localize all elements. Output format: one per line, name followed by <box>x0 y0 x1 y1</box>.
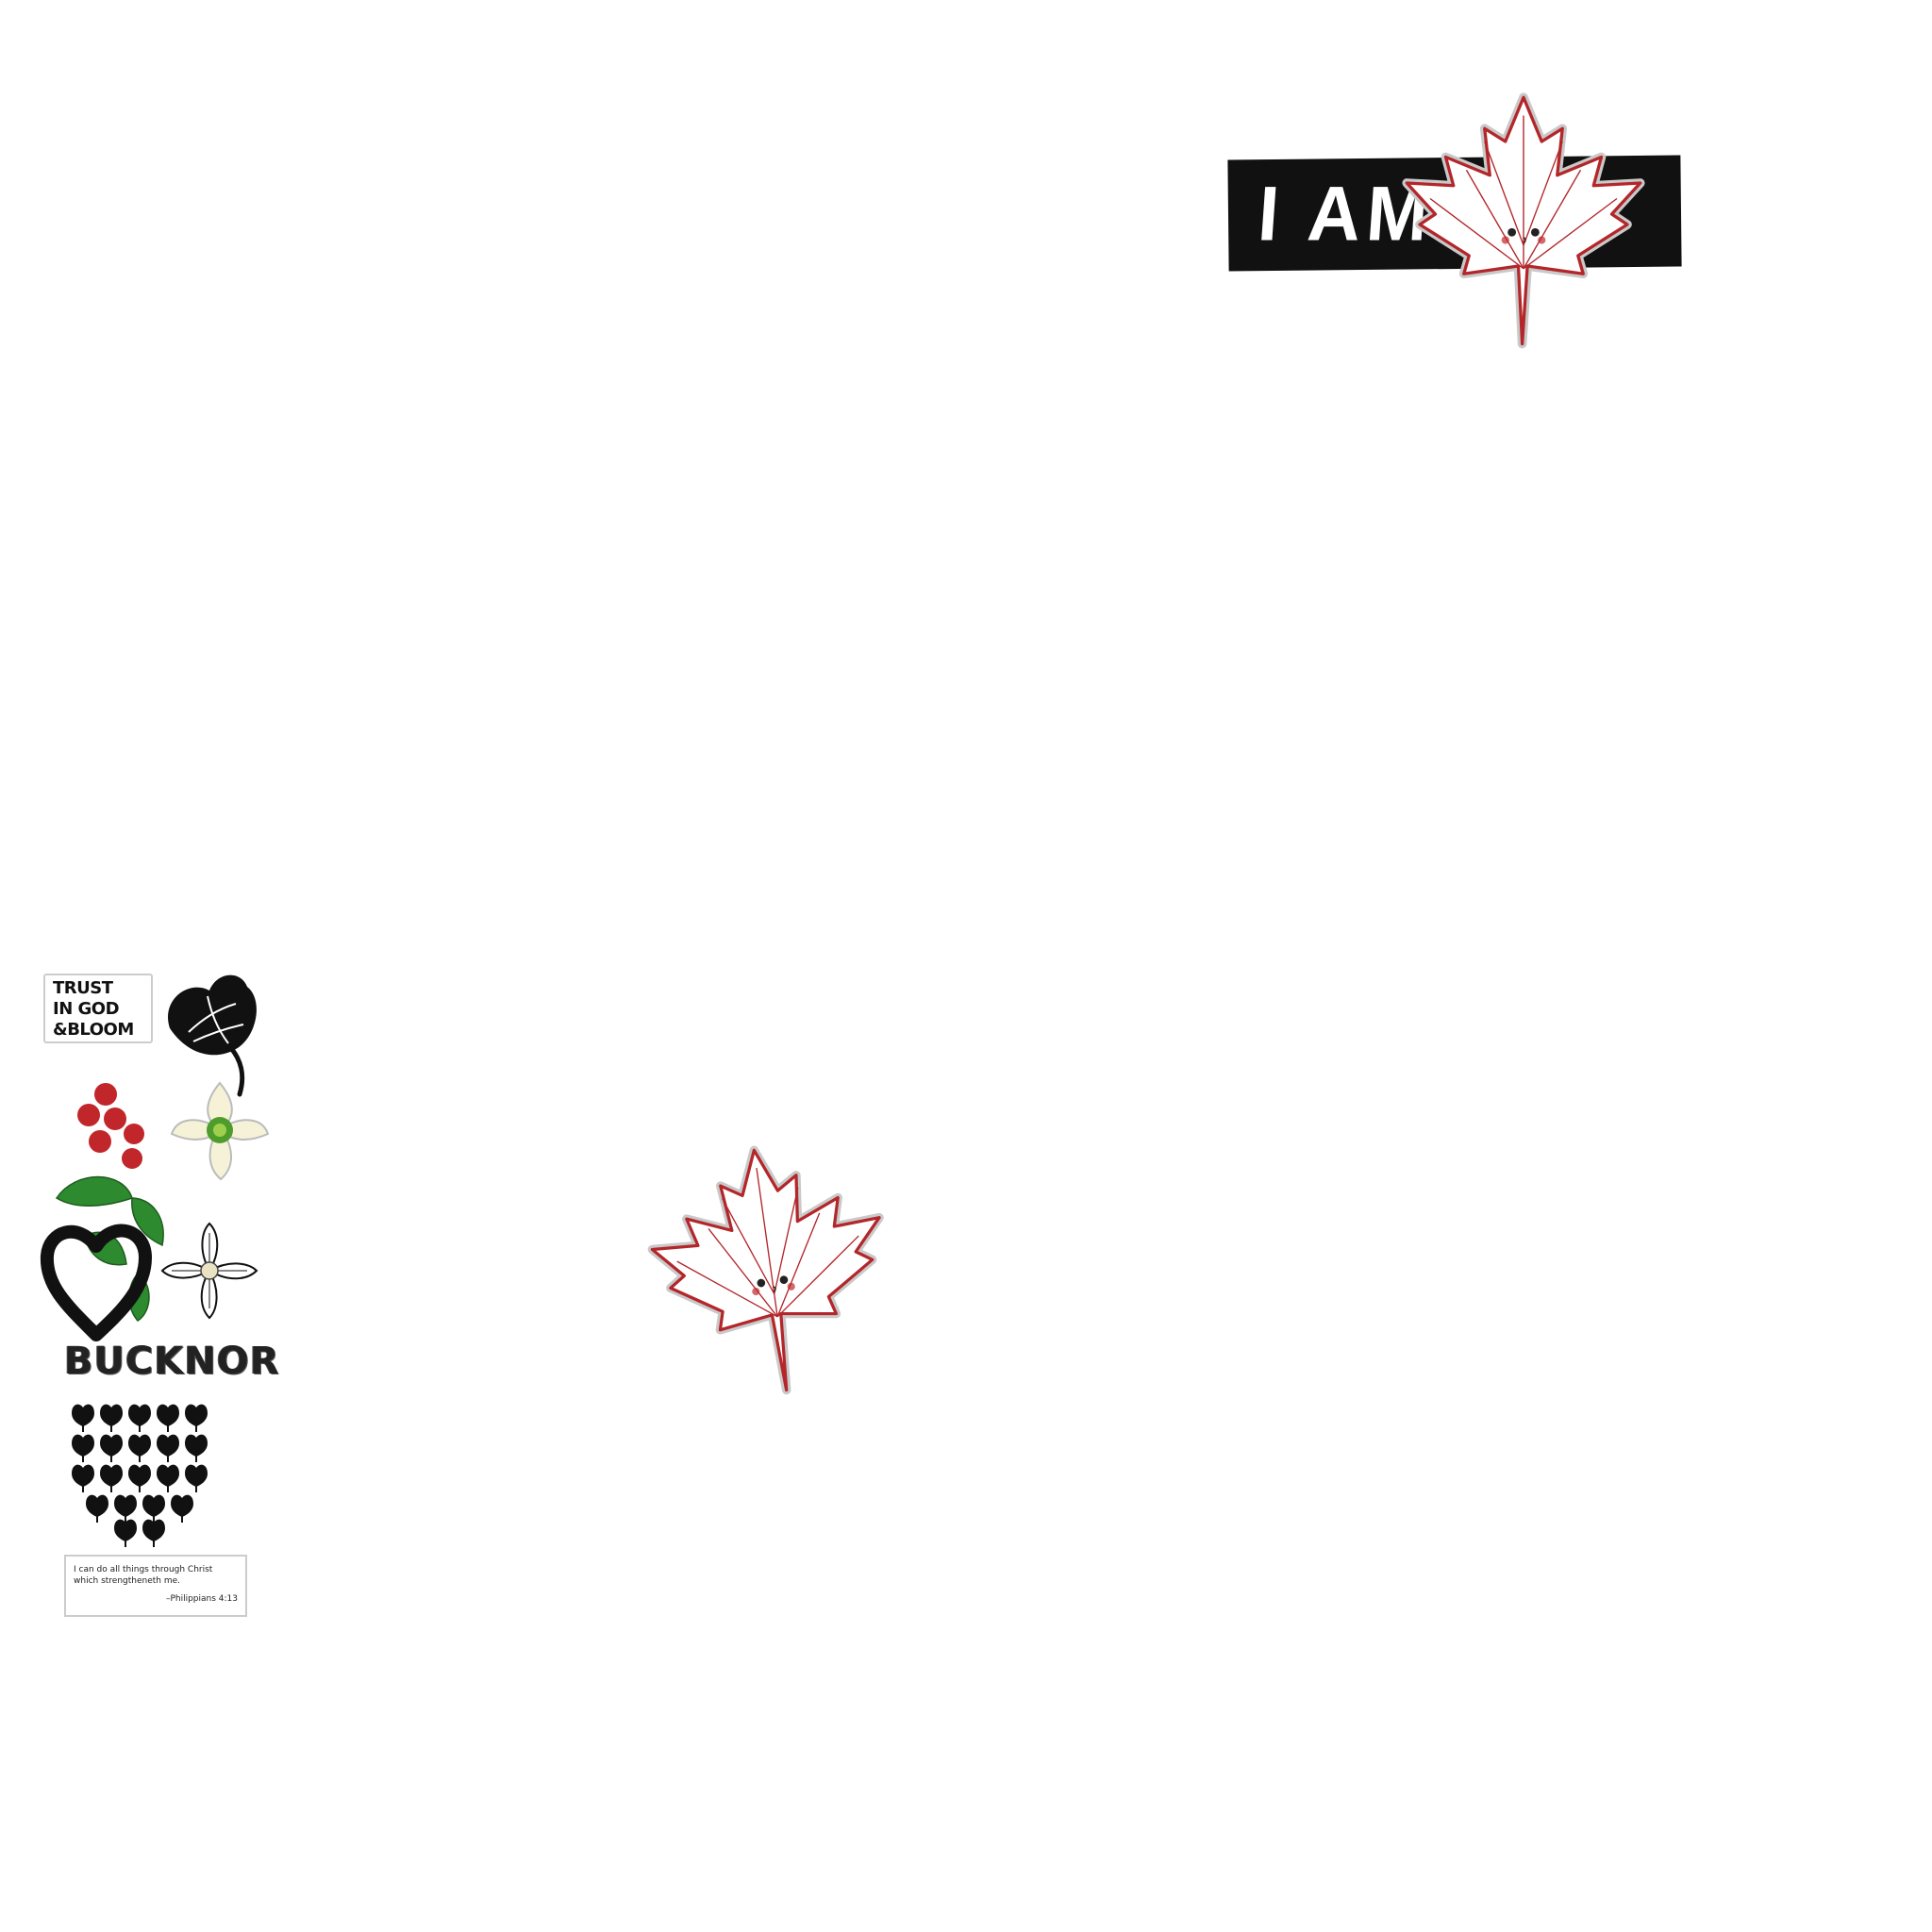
bucknor-logo-text: BUCKNOR <box>64 1340 280 1383</box>
verse-line-2: which strengtheneth me. <box>74 1576 181 1586</box>
heart-icon <box>40 1224 152 1341</box>
sticker-sheet: TRUST IN GOD &BLOOM <box>38 962 292 1632</box>
red-berries-icon <box>77 1083 144 1169</box>
maple-leaf-face-icon <box>643 1141 898 1396</box>
iam-maple-sticker: I AM <box>1217 90 1707 354</box>
striped-flower-icon <box>160 1222 258 1320</box>
trust-sticker: TRUST IN GOD &BLOOM <box>43 974 153 1043</box>
trust-text: TRUST IN GOD &BLOOM <box>53 978 134 1040</box>
verse-reference: –Philippians 4:13 <box>165 1594 238 1604</box>
verse-line-1: I can do all things through Christ <box>74 1565 213 1574</box>
verse-sticker: I can do all things through Christ which… <box>64 1555 247 1617</box>
tulip-pattern-icon <box>72 1404 208 1547</box>
tulip-icon <box>168 974 257 1097</box>
white-flower-icon <box>170 1081 270 1181</box>
maple-leaf-face-icon <box>1387 90 1660 349</box>
